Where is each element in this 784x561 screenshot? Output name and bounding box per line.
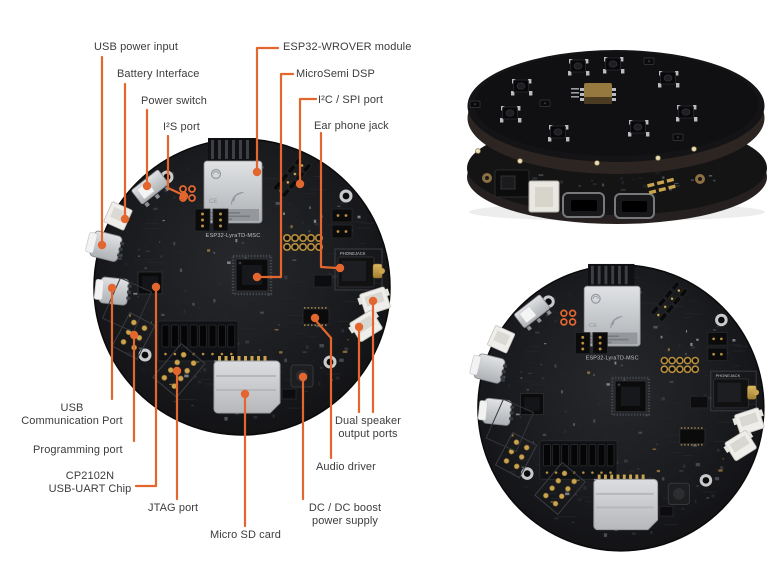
led — [476, 149, 481, 154]
annotated-board-photo — [84, 138, 393, 435]
label-esp32-wrover: ESP32-WROVER module — [283, 41, 411, 54]
label-usb-power-input: USB power input — [94, 41, 178, 54]
side-usb-port-1 — [563, 193, 604, 217]
label-i2s-port: I²S port — [163, 121, 200, 134]
label-cp2102n: CP2102N USB-UART Chip — [30, 470, 150, 496]
led — [692, 147, 697, 152]
label-ear-phone-jack: Ear phone jack — [314, 120, 389, 133]
label-microsemi-dsp: MicroSemi DSP — [296, 68, 375, 81]
label-dual-speaker: Dual speaker output ports — [308, 415, 428, 441]
label-i2c-spi-port: I²C / SPI port — [318, 94, 383, 107]
side-usb-port-2 — [615, 194, 654, 218]
led — [518, 159, 523, 164]
side-battery-connector — [529, 181, 559, 212]
microphone — [470, 101, 480, 108]
side-power-switch — [495, 170, 529, 197]
label-battery-interface: Battery Interface — [117, 68, 199, 81]
label-micro-sd: Micro SD card — [210, 529, 281, 542]
microphone — [673, 134, 683, 141]
label-audio-driver: Audio driver — [316, 461, 376, 474]
label-programming-port: Programming port — [33, 444, 123, 457]
led — [656, 156, 661, 161]
label-usb-comm-port: USB Communication Port — [12, 402, 132, 428]
bottom-board-photo — [469, 264, 768, 551]
led — [595, 161, 600, 166]
side-view-photo — [467, 50, 767, 224]
microphone — [644, 58, 654, 65]
label-jtag-port: JTAG port — [148, 502, 198, 515]
microphone — [540, 100, 550, 107]
label-dcdc-boost: DC / DC boost power supply — [285, 502, 405, 528]
label-power-switch: Power switch — [141, 95, 207, 108]
